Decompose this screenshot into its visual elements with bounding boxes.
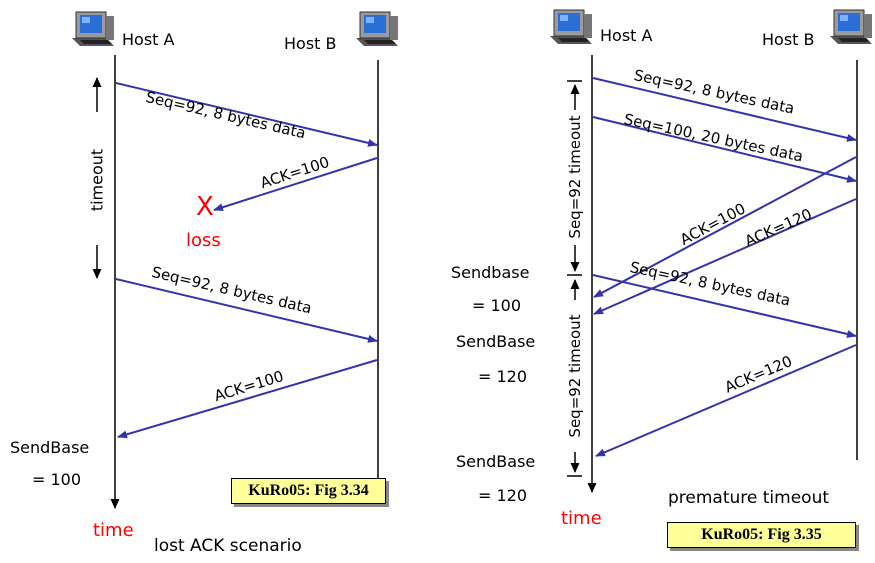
left-x-mark: X	[196, 192, 214, 222]
left-timeout-label: timeout	[87, 145, 107, 215]
right-host-b-label: Host B	[762, 30, 815, 49]
left-host-b-label: Host B	[284, 34, 337, 53]
right-ack3-arrow	[595, 344, 857, 457]
right-figure-reference: KuRo05: Fig 3.35	[667, 522, 856, 548]
left-ack2-arrow	[117, 359, 378, 439]
right-host-a-label: Host A	[600, 26, 653, 45]
left-caption: lost ACK scenario	[154, 536, 302, 556]
left-msg1-arrow	[115, 82, 378, 147]
right-sendbase2-value: = 120	[478, 367, 528, 386]
right-sendbase3-label: SendBase	[456, 452, 536, 471]
left-msg2-arrow	[115, 278, 378, 343]
left-loss-label: loss	[186, 230, 221, 251]
left-sendbase-label: SendBase	[10, 438, 90, 457]
right-timeout1-label: Seq=92 timeout	[566, 113, 584, 241]
right-sendbase2-label: SendBase	[456, 332, 536, 351]
left-ack1-arrow	[213, 157, 378, 212]
host-b-computer-icon	[356, 11, 398, 46]
right-sendbase1-label: Sendbase	[451, 263, 530, 282]
left-figure-reference: KuRo05: Fig 3.34	[231, 478, 386, 504]
right-timeout2-label: Seq=92 timeout	[566, 312, 584, 440]
right-caption: premature timeout	[668, 488, 830, 508]
right-msg3-arrow	[592, 274, 857, 338]
left-sendbase-value: = 100	[32, 470, 82, 489]
right-host-b-computer-icon	[830, 9, 872, 44]
host-a-computer-icon	[72, 11, 114, 46]
right-msg1-arrow	[592, 77, 857, 142]
left-host-a-label: Host A	[122, 30, 175, 49]
right-msg2-arrow	[592, 116, 857, 183]
right-sendbase1-value: = 100	[472, 296, 522, 315]
right-host-a-computer-icon	[550, 9, 592, 44]
right-sendbase3-value: = 120	[478, 486, 528, 505]
left-time-label: time	[93, 520, 134, 541]
right-time-label: time	[561, 508, 602, 529]
right-ack1-arrow	[593, 156, 857, 298]
right-ack2-arrow	[593, 198, 857, 315]
